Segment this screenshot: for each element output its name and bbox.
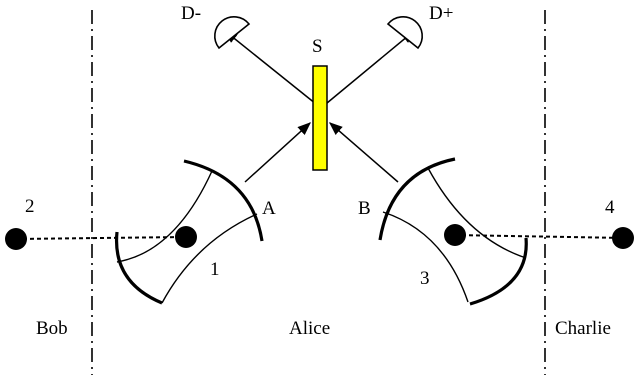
node-2-label: 2 (25, 196, 35, 217)
node-3-dot (444, 224, 466, 246)
photon-path-b (328, 122, 399, 183)
beam-splitter (312, 65, 328, 171)
cavity-right (378, 157, 528, 306)
region-alice-label: Alice (289, 318, 330, 339)
cavity-left-mirror-output (183, 159, 264, 242)
detector-plus-label: D+ (429, 3, 453, 24)
region-charlie-label: Charlie (555, 318, 611, 339)
node-2-dot (5, 228, 27, 250)
splitter-label: S (312, 36, 323, 57)
cavity-left-curve-2 (161, 213, 258, 304)
port-b-label: B (358, 198, 371, 219)
photon-path-a (244, 122, 311, 183)
cavity-right-curve-2 (382, 211, 469, 303)
cavity-right-mirror-output (378, 157, 456, 241)
fiber-link-3-4 (454, 234, 625, 239)
cavity-left-curve-1 (116, 170, 213, 263)
node-4-dot (612, 227, 634, 249)
cavity-right-curve-1 (427, 167, 527, 259)
cavity-left (114, 159, 264, 305)
detector-plus-icon (386, 15, 423, 50)
cavity-left-mirror-outer (114, 231, 163, 305)
output-path-plus (320, 30, 416, 109)
fiber-link-2-1 (15, 236, 187, 240)
node-1-dot (175, 226, 197, 248)
output-path-minus (223, 30, 322, 109)
node-4-label: 4 (605, 197, 615, 218)
cavity-right-mirror-outer (469, 237, 528, 306)
node-3-label: 3 (420, 268, 430, 289)
detector-minus-icon (214, 15, 251, 50)
region-bob-label: Bob (36, 318, 68, 339)
detector-minus-label: D- (181, 3, 201, 24)
node-1-label: 1 (210, 259, 220, 280)
port-a-label: A (262, 198, 276, 219)
